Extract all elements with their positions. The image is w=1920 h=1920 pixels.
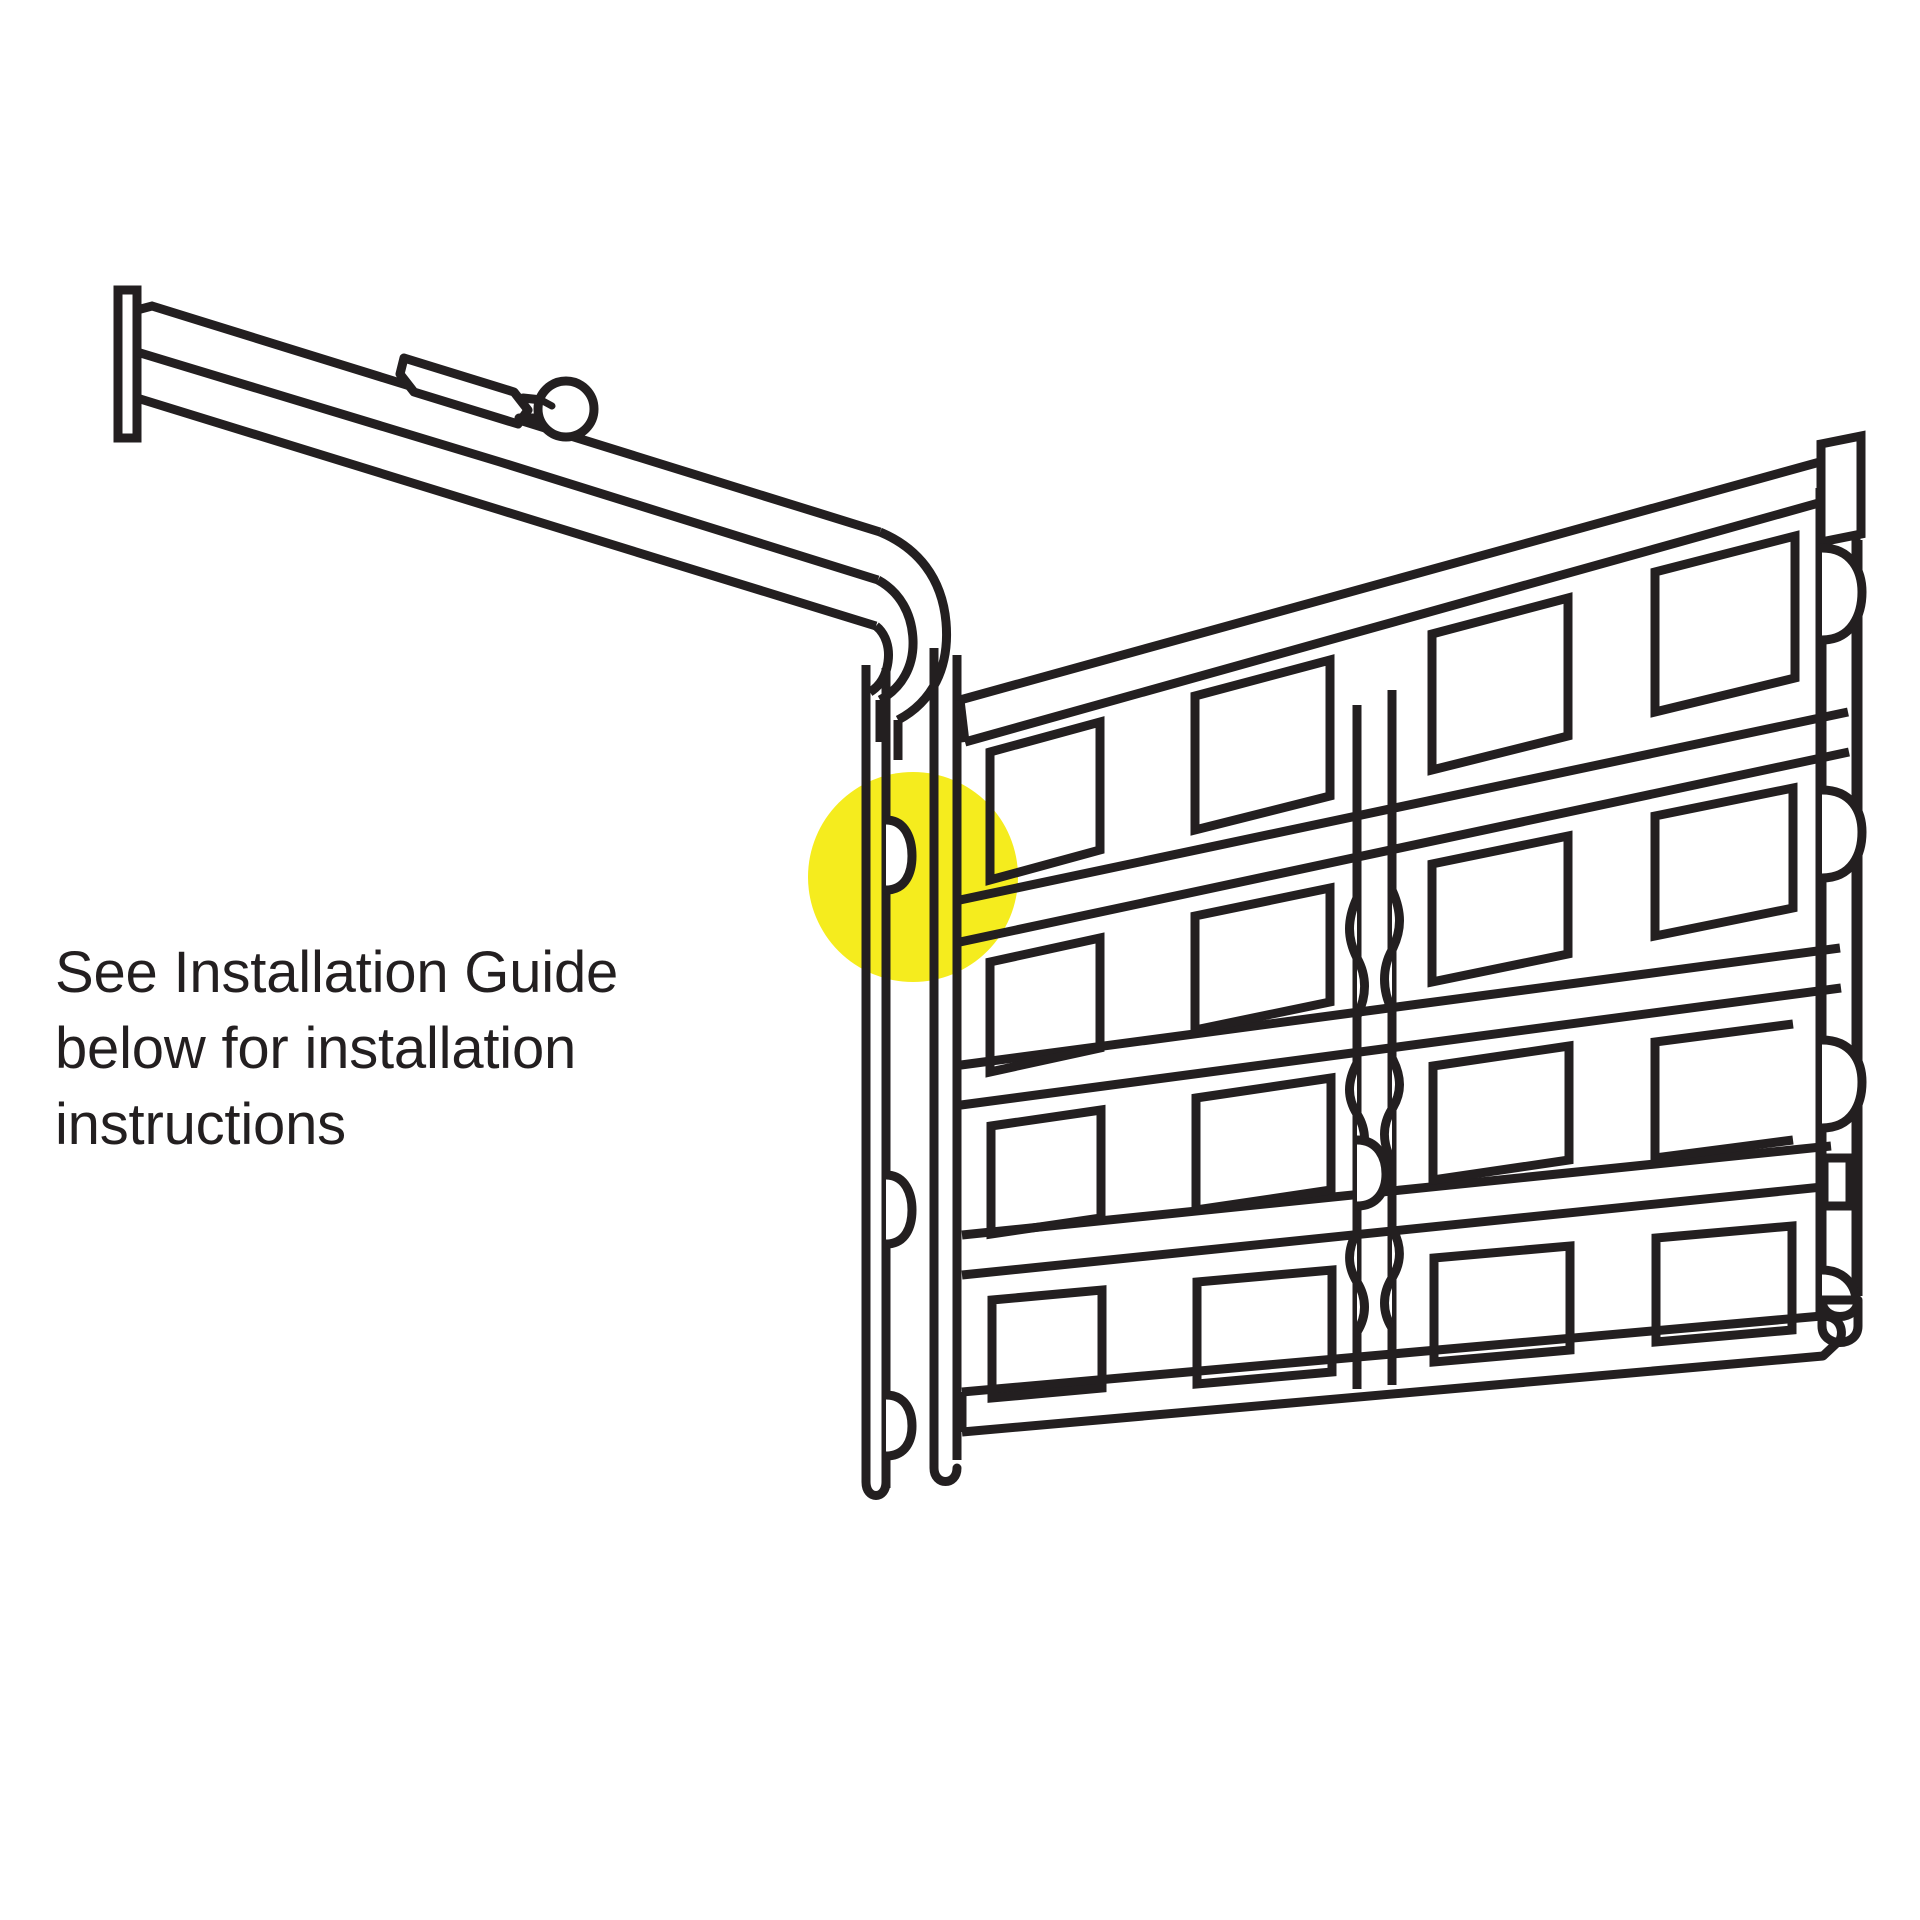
caption-line-3: instructions bbox=[55, 1092, 346, 1157]
caption-line-2: below for installation bbox=[55, 1016, 577, 1081]
door-roller bbox=[1817, 1265, 1861, 1305]
trolley-carriage bbox=[395, 353, 599, 442]
door-lock bbox=[1819, 1153, 1855, 1211]
door-roller-left-group bbox=[881, 815, 917, 1461]
panel-row-1 bbox=[985, 530, 1800, 886]
vertical-track-right bbox=[1816, 430, 1867, 1347]
door-roller bbox=[1817, 543, 1867, 645]
panel-row-4 bbox=[987, 1221, 1797, 1403]
center-hinge bbox=[1345, 885, 1404, 1021]
door-roller bbox=[881, 815, 917, 895]
panel-row-3 bbox=[986, 1019, 1794, 1240]
center-hinge bbox=[1345, 1223, 1404, 1337]
center-hinge-roller bbox=[1352, 1135, 1391, 1211]
caption-line-1: See Installation Guide bbox=[55, 940, 619, 1005]
vertical-track-left bbox=[861, 648, 962, 1500]
panel-row-2 bbox=[985, 782, 1798, 1078]
door-roller bbox=[881, 1390, 917, 1461]
door-roller bbox=[1817, 1035, 1867, 1133]
caption-block: See Installation Guide below for install… bbox=[55, 935, 695, 1163]
curved-track-elbow bbox=[867, 527, 952, 760]
door-roller bbox=[881, 1170, 917, 1249]
door-roller bbox=[1817, 785, 1867, 883]
highlight-circle bbox=[808, 772, 1018, 982]
sectional-door bbox=[955, 447, 1861, 1437]
center-hinge-group bbox=[1345, 885, 1404, 1337]
horizontal-rail bbox=[132, 301, 882, 631]
wall-mount-bracket bbox=[113, 285, 142, 443]
